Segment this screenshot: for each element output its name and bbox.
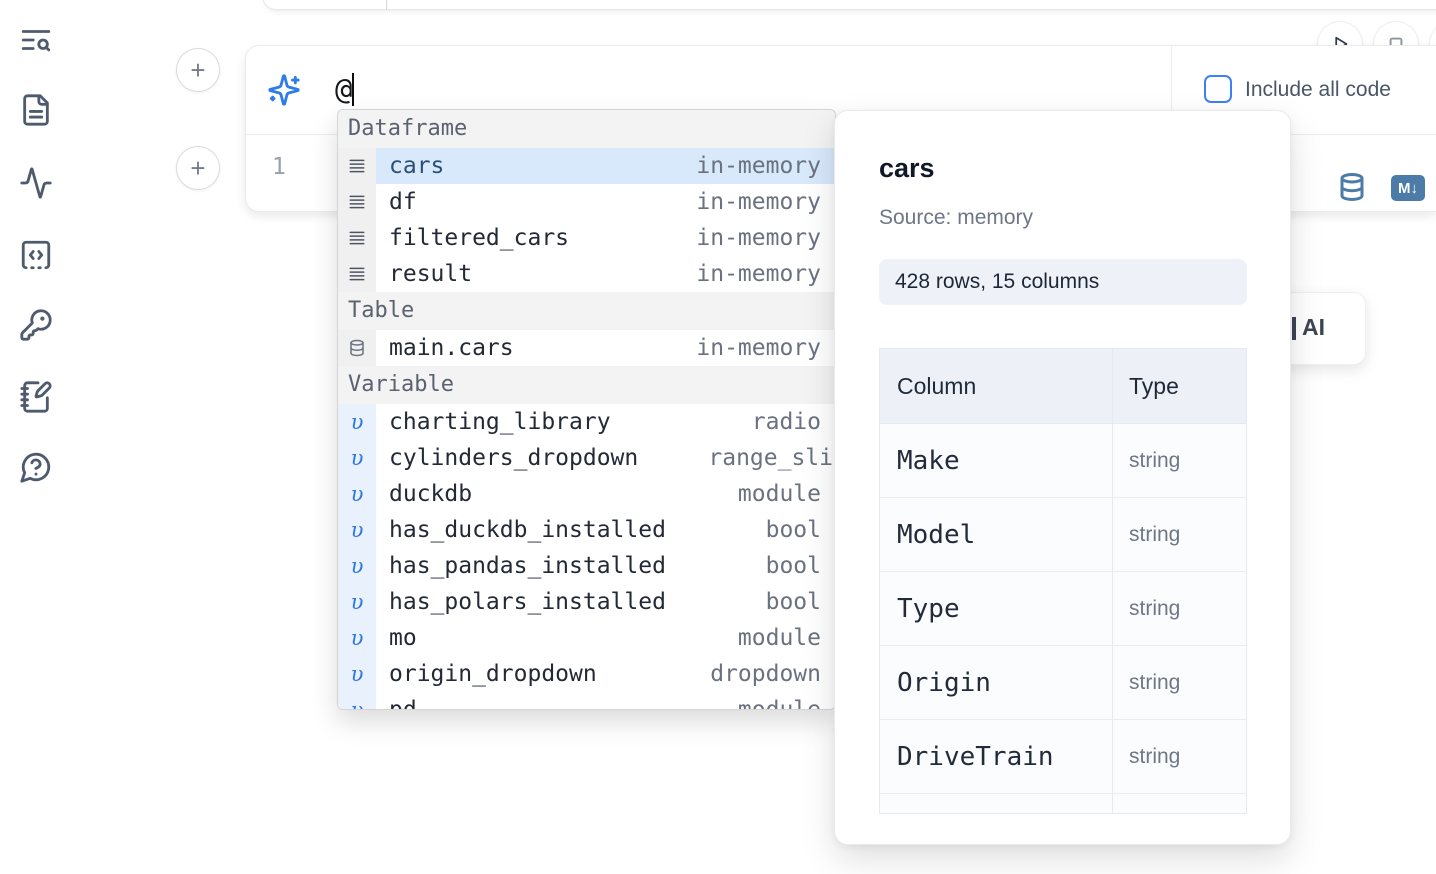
table-row: Type string (880, 572, 1246, 646)
sparkles-ai-icon (267, 73, 301, 107)
previous-cell-edge (262, 0, 1436, 10)
ai-button-label: AI (1302, 314, 1325, 340)
file-text-icon[interactable] (19, 93, 53, 127)
autocomplete-item[interactable]: υ has_duckdb_installed bool (338, 512, 835, 548)
autocomplete-item[interactable]: υ charting_library radio (338, 404, 835, 440)
line-number: 1 (272, 154, 286, 180)
text-cursor (352, 73, 354, 106)
variable-icon: υ (338, 476, 376, 512)
include-all-code-checkbox[interactable] (1204, 75, 1232, 103)
dataframe-rows-icon (338, 184, 376, 220)
type-header: Type (1129, 372, 1179, 399)
variable-icon: υ (338, 404, 376, 440)
variable-icon: υ (338, 584, 376, 620)
autocomplete-section-header: Dataframe (338, 110, 835, 148)
clipped-cell-action-button[interactable] (1430, 22, 1436, 66)
dataframe-preview-popup: cars Source: memory 428 rows, 15 columns… (834, 110, 1291, 845)
database-table-icon (338, 330, 376, 366)
add-cell-below-button[interactable]: + (176, 146, 220, 190)
schema-table: Column Type Make string Model string Typ… (879, 348, 1247, 814)
variable-icon: υ (338, 656, 376, 692)
column-header: Column (880, 349, 1113, 423)
dataframe-rows-icon (338, 220, 376, 256)
table-row: Model string (880, 498, 1246, 572)
key-icon[interactable] (19, 308, 53, 342)
schema-table-header: Column Type (880, 349, 1246, 424)
include-all-code-label: Include all code (1245, 78, 1391, 101)
ai-prompt-input[interactable]: @ (335, 72, 353, 106)
popup-title: cars (879, 153, 935, 183)
prompt-divider (1171, 46, 1172, 135)
autocomplete-item[interactable]: υ origin_dropdown dropdown (338, 656, 835, 692)
scratchpad-notebook-pen-icon[interactable] (19, 380, 53, 414)
variable-icon: υ (338, 692, 376, 709)
table-row: DriveTrain string (880, 720, 1246, 794)
autocomplete-dropdown: Dataframe cars in-memory df in-memory fi… (337, 109, 836, 710)
table-row-partial (880, 794, 1246, 813)
add-cell-above-button[interactable]: + (176, 48, 220, 92)
autocomplete-item[interactable]: υ has_pandas_installed bool (338, 548, 835, 584)
previous-cell-divider (386, 0, 387, 10)
autocomplete-item[interactable]: υ cylinders_dropdown range_sli (338, 440, 835, 476)
table-row: Origin string (880, 646, 1246, 720)
autocomplete-item[interactable]: result in-memory (338, 256, 835, 292)
variable-icon: υ (338, 620, 376, 656)
autocomplete-item[interactable]: filtered_cars in-memory (338, 220, 835, 256)
table-of-contents-search-icon[interactable] (19, 23, 53, 57)
activity-icon[interactable] (19, 166, 53, 200)
autocomplete-item-partial[interactable]: υ pd module (338, 692, 835, 709)
ai-button-clipped-letter (1292, 317, 1296, 340)
variable-icon: υ (338, 440, 376, 476)
code-snippets-icon[interactable] (19, 238, 53, 272)
autocomplete-item[interactable]: υ duckdb module (338, 476, 835, 512)
table-row: Make string (880, 424, 1246, 498)
shape-badge: 428 rows, 15 columns (879, 259, 1247, 305)
convert-to-markdown-icon[interactable]: M↓ (1391, 175, 1425, 201)
popup-source: Source: memory (879, 206, 1034, 229)
variable-icon: υ (338, 548, 376, 584)
dataframe-rows-icon (338, 148, 376, 184)
autocomplete-item[interactable]: υ mo module (338, 620, 835, 656)
variable-icon: υ (338, 512, 376, 548)
autocomplete-item[interactable]: cars in-memory (338, 148, 835, 184)
help-chat-icon[interactable] (19, 450, 53, 484)
autocomplete-item[interactable]: main.cars in-memory (338, 330, 835, 366)
autocomplete-item[interactable]: df in-memory (338, 184, 835, 220)
dataframe-rows-icon (338, 256, 376, 292)
autocomplete-section-header: Variable (338, 366, 835, 404)
autocomplete-section-header: Table (338, 292, 835, 330)
convert-to-sql-database-icon[interactable] (1337, 172, 1367, 202)
autocomplete-item[interactable]: υ has_polars_installed bool (338, 584, 835, 620)
